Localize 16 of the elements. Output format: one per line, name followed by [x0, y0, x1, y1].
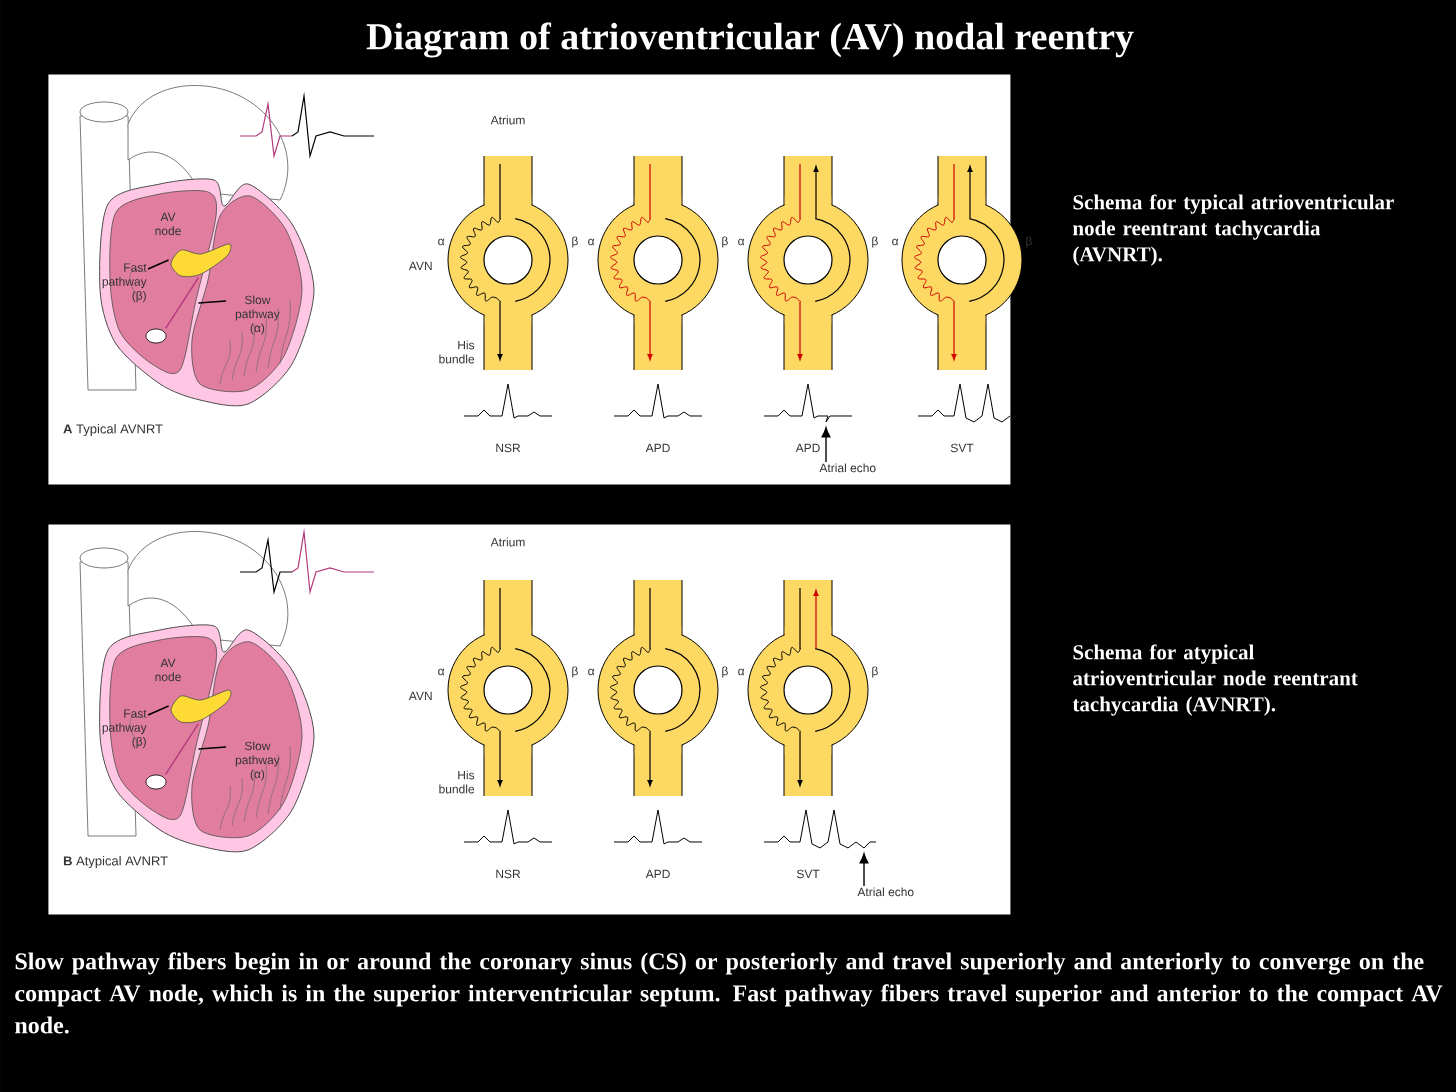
description-text: Schema for atypical atrioventricular node reentrant tachycardia (AVNRT). [1072, 644, 1358, 716]
pointer-arrow [859, 853, 869, 887]
av-node-drawing [170, 243, 232, 278]
pointer-arrow [821, 427, 831, 463]
leader-line [147, 705, 170, 716]
ecg-trace [763, 809, 877, 849]
leader-line [197, 746, 227, 750]
description-text: Schema for typical atrioventricular node reentrant tachycardia (AVNRT). [1072, 194, 1394, 266]
av-node-drawing [170, 689, 232, 724]
pathway-line [164, 276, 200, 330]
leader-line [197, 300, 227, 304]
title: Diagram of atrioventricular (AV) nodal reentry [366, 22, 1134, 58]
caption: Slow pathway fibers begin in or around the coronary sinus (CS) or posteriorly and travel superiorly and anteriorly to converge on the compact AV node, which is in the superior interventricular septum. Fast pathway fibers travel superior and anterior to the compact AV node. [15, 952, 1443, 1034]
ecg-trace [763, 383, 853, 423]
leader-line [147, 259, 170, 270]
pathway-line [164, 722, 200, 776]
